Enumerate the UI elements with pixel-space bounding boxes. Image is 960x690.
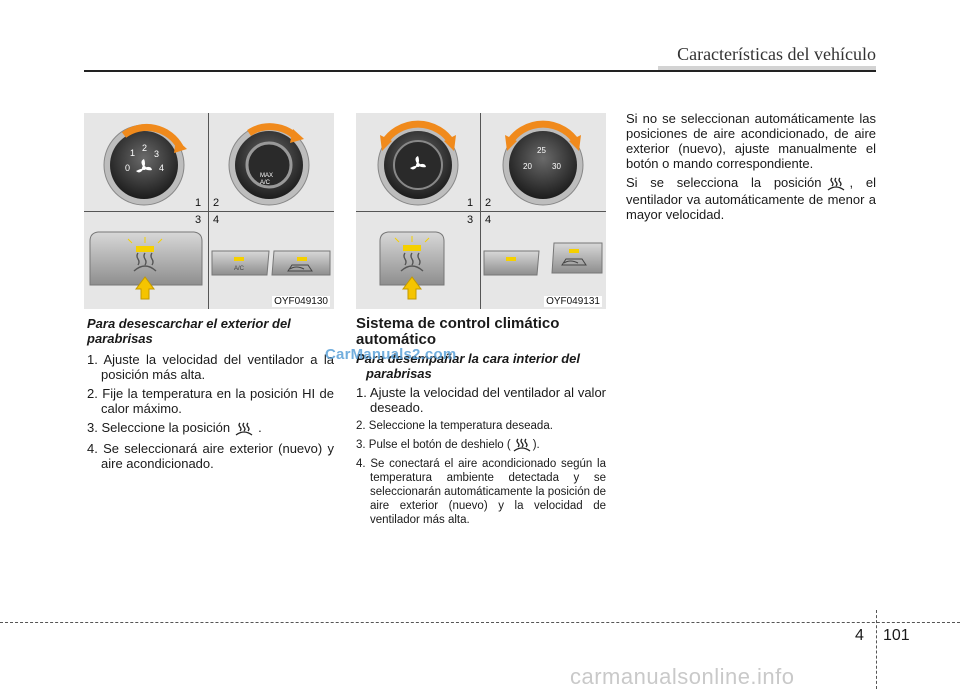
watermark: carmanualsonline.info <box>570 664 795 689</box>
temp-mark: 30 <box>552 162 561 171</box>
list-item-suffix: . <box>258 420 262 435</box>
quadrant-label: 3 <box>467 214 474 226</box>
section-heading-auto-climate: Sistema de control climático automático <box>356 315 560 348</box>
quadrant-label: 3 <box>195 214 202 226</box>
quadrant-label: 1 <box>195 197 202 209</box>
figure-divider-horizontal <box>84 211 334 212</box>
list-item: 2. Fije la temperatura en la posición HI… <box>87 386 334 416</box>
header-accent-bar <box>658 66 876 71</box>
dial-mark: 4 <box>159 163 164 173</box>
figure-1-illustration: 0 1 2 3 4 MAX A/C <box>89 123 331 300</box>
figure-defrost-exterior: 0 1 2 3 4 MAX A/C <box>84 113 334 309</box>
list-item: 4. Se conectará el aire acondicionado se… <box>356 458 606 526</box>
list-item: 2. Seleccione la temperatura deseada. <box>356 420 553 432</box>
dial-mark: 2 <box>142 143 147 153</box>
footer-divider <box>876 610 877 689</box>
running-header-title: Características del vehículo <box>677 44 876 64</box>
section-heading-exterior-defrost: Para desescarchar el exterior del parabr… <box>87 316 291 346</box>
temp-mark: 20 <box>523 162 532 171</box>
column-1: Para desescarchar el exterior del parabr… <box>87 316 334 475</box>
paragraph: Si no se seleccionan automáticamente las… <box>626 111 876 171</box>
quadrant-label: 4 <box>485 214 492 226</box>
list-item: 1. Ajuste la velocidad del ventilador a … <box>87 352 334 382</box>
ac-button-label: A/C <box>234 266 245 272</box>
figure-code: OYF049130 <box>272 296 330 307</box>
quadrant-label: 1 <box>467 197 474 209</box>
paragraph-text: , el ventilador va automáticamente de me… <box>626 175 876 222</box>
figure-code: OYF049131 <box>544 296 602 307</box>
fan-icon <box>410 156 426 170</box>
figure-divider-horizontal <box>356 211 606 212</box>
list-item: 3. Seleccione la posición. <box>87 420 334 437</box>
figure-2-illustration: 20 25 30 <box>377 120 603 300</box>
dial-mark: 1 <box>130 148 135 158</box>
list-item-text: 3. Seleccione la posición <box>87 420 231 435</box>
defrost-icon <box>827 177 844 191</box>
recirculation-icon <box>287 264 313 272</box>
list-item: 4. Se seleccionará aire exterior (nuevo)… <box>87 440 334 471</box>
list-item: 3. Pulse el botón de deshielo (). <box>356 437 606 453</box>
page-number: 101 <box>883 627 910 644</box>
list-item-text: 3. Pulse el botón de deshielo ( <box>356 439 511 452</box>
quadrant-label: 2 <box>485 197 492 209</box>
paragraph: Si se selecciona la posición, el ventila… <box>626 175 876 222</box>
recirculation-icon <box>561 258 587 266</box>
max-ac-label: MAX <box>260 173 273 179</box>
watermark: CarManuals2.com <box>325 346 457 363</box>
defrost-icon <box>133 252 157 272</box>
temp-mark: 25 <box>537 146 546 155</box>
list-item-suffix: ). <box>532 439 540 452</box>
footer-rule <box>0 622 960 623</box>
quadrant-label: 2 <box>213 197 220 209</box>
defrost-icon <box>513 438 531 452</box>
column-3: Si no se seleccionan automáticamente las… <box>626 111 876 226</box>
fan-icon <box>136 159 152 173</box>
paragraph-text: Si se selecciona la posición <box>626 175 822 190</box>
dial-mark: 3 <box>154 149 159 159</box>
header-rule <box>84 70 876 72</box>
dial-mark: 0 <box>125 163 130 173</box>
max-ac-label: A/C <box>260 180 271 186</box>
list-item: 1. Ajuste la velocidad del ventilador al… <box>356 385 606 415</box>
subheading-interior-defog: Para desempañar la cara interior del par… <box>356 351 580 381</box>
column-2: Sistema de control climático automático … <box>356 316 606 531</box>
chapter-number: 4 <box>855 627 864 644</box>
quadrant-label: 4 <box>213 214 220 226</box>
defrost-icon <box>400 252 424 272</box>
figure-defog-interior: 20 25 30 1 2 3 4 OYF049131 <box>356 113 606 309</box>
defrost-icon <box>235 422 253 436</box>
